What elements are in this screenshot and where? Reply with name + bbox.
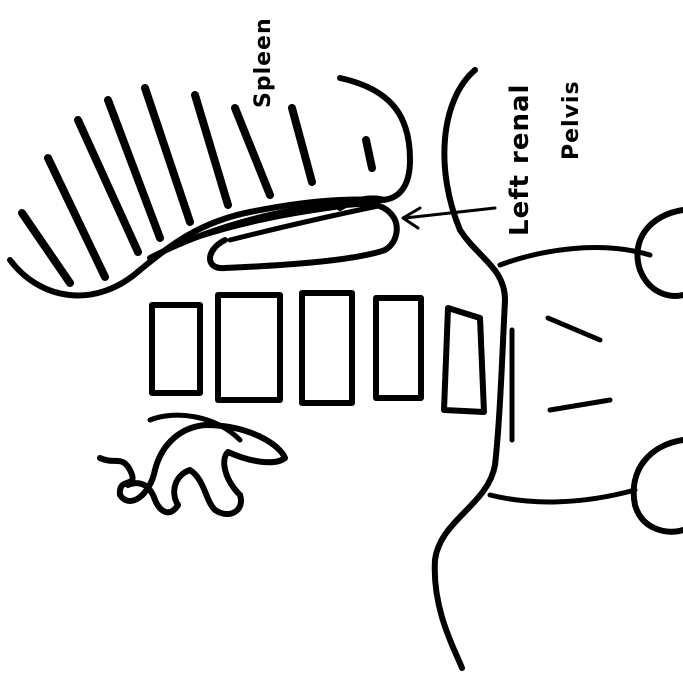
rib-line — [22, 213, 70, 283]
body-contour-inner — [500, 248, 650, 265]
rib-line — [145, 88, 190, 222]
muscle-line — [550, 400, 610, 410]
vertebra — [444, 308, 484, 412]
vertebra — [152, 305, 200, 393]
rib-line — [235, 108, 270, 195]
vertebra — [302, 293, 352, 403]
pelvic-bone — [100, 425, 285, 514]
body-contour-lower — [490, 490, 635, 502]
muscle-line — [548, 318, 600, 340]
rib-line — [366, 140, 372, 168]
vertebra — [376, 298, 421, 398]
muscle-lines — [512, 318, 610, 440]
left-renal-label: Left renal — [505, 84, 535, 236]
rib-line — [195, 95, 228, 205]
vertebrae — [152, 293, 484, 412]
pelvis-label: Pelvis — [559, 80, 584, 160]
pointer-arrow — [403, 208, 495, 228]
kidney-bump-lower — [634, 440, 683, 532]
spleen-label: Spleen — [251, 17, 276, 108]
rib-line — [292, 108, 312, 182]
vertebra — [218, 295, 280, 400]
rib-hatching — [22, 88, 372, 283]
